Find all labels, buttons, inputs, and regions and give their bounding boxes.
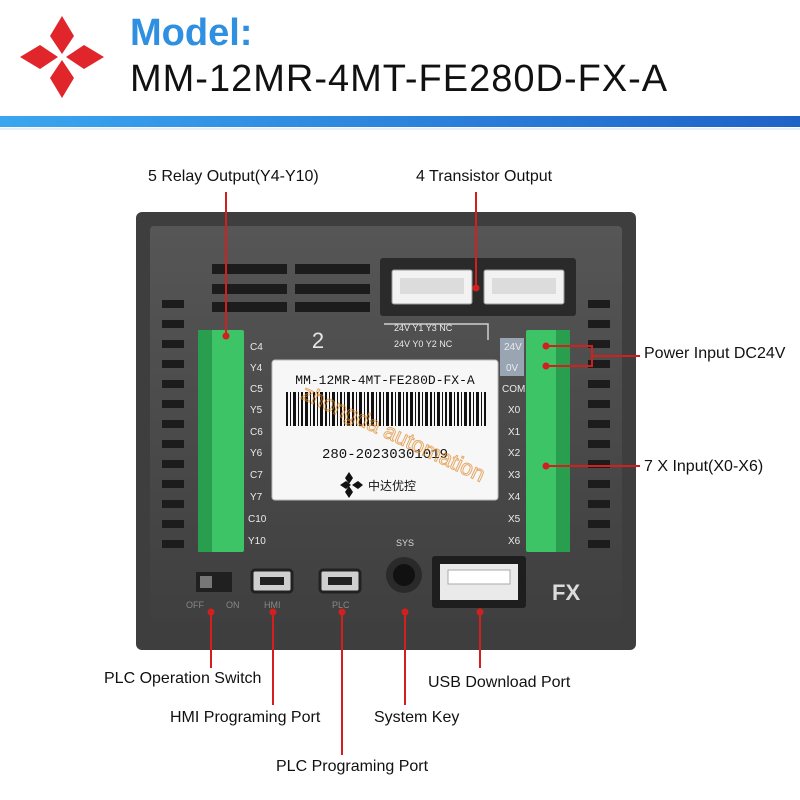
transistor-output-callout: 4 Transistor Output bbox=[416, 168, 553, 185]
plc-port-label: PLC bbox=[332, 600, 350, 610]
system-key-callout: System Key bbox=[374, 709, 460, 726]
header-divider bbox=[0, 116, 800, 127]
power-input-callout: Power Input DC24V bbox=[644, 345, 786, 362]
left-terminal-block bbox=[198, 330, 244, 552]
terminal-label: X3 bbox=[508, 470, 521, 481]
right-terminal-labels: 24V 0V COM X0 X1 X2 X3 X4 X5 X6 bbox=[502, 342, 525, 547]
page-title: Model: bbox=[130, 12, 253, 54]
callout-dots bbox=[207, 284, 550, 616]
terminal-label: COM bbox=[502, 384, 525, 395]
terminal-label: C6 bbox=[250, 427, 263, 438]
terminal-label: 24V bbox=[504, 342, 522, 353]
brand-logo-icon bbox=[20, 16, 104, 98]
terminal-label: X2 bbox=[508, 448, 521, 459]
barcode bbox=[286, 392, 486, 426]
terminal-label: 0V bbox=[506, 363, 519, 374]
sticker-brand-logo-icon bbox=[340, 472, 363, 498]
terminal-label: X0 bbox=[508, 405, 521, 416]
terminal-label: C4 bbox=[250, 342, 263, 353]
sticker-serial: 280-20230301019 bbox=[322, 447, 448, 463]
top-vents bbox=[212, 264, 370, 312]
terminal-label: C7 bbox=[250, 470, 263, 481]
plc-port-callout: PLC Programing Port bbox=[276, 758, 429, 775]
slot-number: 2 bbox=[312, 328, 324, 353]
sys-label: SYS bbox=[396, 538, 414, 548]
power-label-highlight bbox=[500, 338, 524, 376]
model-number: MM-12MR-4MT-FE280D-FX-A bbox=[130, 58, 669, 100]
hmi-port-label: HMI bbox=[264, 600, 281, 610]
fx-label: FX bbox=[552, 580, 580, 605]
terminal-label: X1 bbox=[508, 427, 521, 438]
left-side-vents bbox=[162, 300, 184, 548]
header-divider-shadow bbox=[0, 128, 800, 130]
sticker-model: MM-12MR-4MT-FE280D-FX-A bbox=[295, 373, 475, 388]
terminal-label: Y6 bbox=[250, 448, 263, 459]
switch-on-label: ON bbox=[226, 600, 240, 610]
left-terminal-labels: C4 Y4 C5 Y5 C6 Y6 C7 Y7 C10 Y10 bbox=[248, 342, 267, 547]
x-input-callout: 7 X Input(X0-X6) bbox=[644, 458, 764, 475]
usb-port-callout: USB Download Port bbox=[428, 674, 571, 691]
callout-lines bbox=[210, 192, 640, 755]
terminal-label: X5 bbox=[508, 514, 521, 525]
terminal-label: X6 bbox=[508, 536, 521, 547]
terminal-label: X4 bbox=[508, 492, 521, 503]
sticker-brand: 中达优控 bbox=[368, 478, 416, 493]
terminal-label: Y4 bbox=[250, 363, 263, 374]
right-side-vents bbox=[588, 300, 610, 548]
terminal-label: Y7 bbox=[250, 492, 263, 503]
right-terminal-block bbox=[526, 330, 570, 552]
terminal-label: Y5 bbox=[250, 405, 263, 416]
terminal-label: Y10 bbox=[248, 536, 266, 547]
relay-output-callout: 5 Relay Output(Y4-Y10) bbox=[148, 168, 319, 185]
terminal-label: C5 bbox=[250, 384, 263, 395]
product-label-sticker bbox=[271, 359, 499, 501]
hmi-port-callout: HMI Programing Port bbox=[170, 709, 321, 726]
terminal-label: C10 bbox=[248, 514, 267, 525]
switch-off-label: OFF bbox=[186, 600, 204, 610]
transistor-label-top: 24V Y1 Y3 NC bbox=[394, 323, 453, 333]
plc-switch-callout: PLC Operation Switch bbox=[104, 670, 262, 687]
transistor-label-bottom: 24V Y0 Y2 NC bbox=[394, 339, 453, 349]
